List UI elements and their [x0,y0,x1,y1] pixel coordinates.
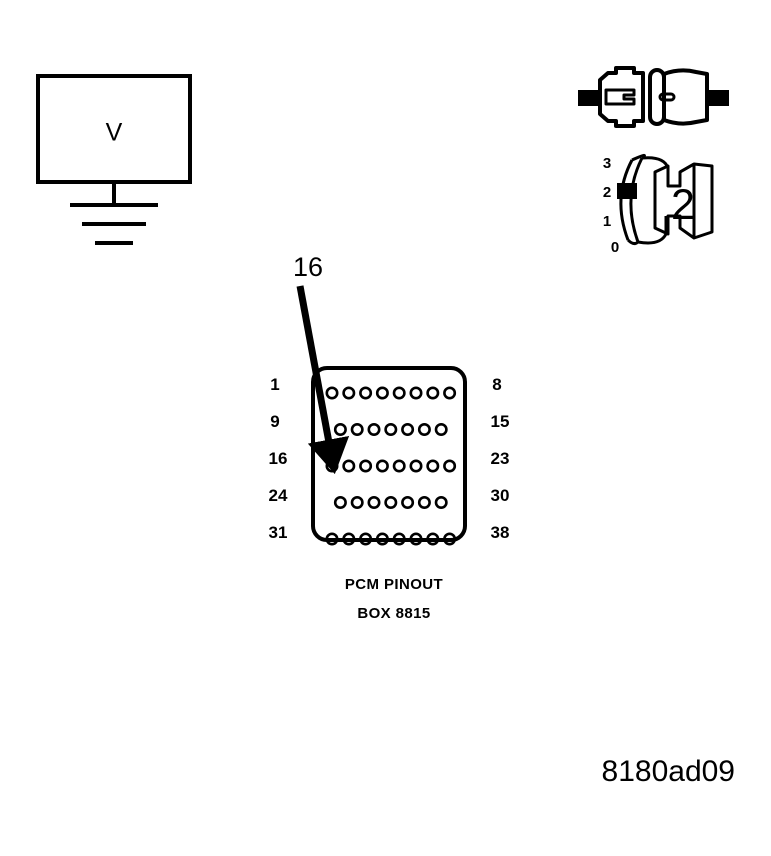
pin-17 [342,459,356,473]
voltmeter-group: V [36,74,192,245]
cam-selected-number: 2 [671,181,695,229]
pin-15 [434,422,448,436]
pin-row-label-left-9: 9 [270,412,279,431]
pin-38 [443,532,457,546]
socket-body [662,68,709,126]
pin-25 [350,495,364,509]
pin-10 [350,422,364,436]
cam-arc-inner [629,157,644,243]
pin-32 [342,532,356,546]
figure-code: 8180ad09 [602,755,735,788]
pin-16 [325,459,339,473]
rotary-switch-group: 2 3 2 1 0 [603,153,714,256]
pin-31 [325,532,339,546]
cam-arc-bottom-cap [626,238,640,246]
callout-arrow [296,285,350,475]
connector-left-wire [578,90,600,106]
connector-right-wire [707,90,729,106]
pin-21 [409,459,423,473]
pin-7 [426,386,440,400]
pin-8 [443,386,457,400]
male-plug-body [598,66,645,128]
pin-row-label-left-16: 16 [269,449,288,468]
pin-18 [359,459,373,473]
pin-2 [342,386,356,400]
pin-row-label-right-23: 23 [491,449,510,468]
pin-1 [325,386,339,400]
pin-row-label-right-15: 15 [491,412,510,431]
pin-19 [375,459,389,473]
pin-row-label-left-24: 24 [269,486,288,505]
pin-5 [392,386,406,400]
plug-blade-detail [604,88,636,106]
pin-row-label-right-8: 8 [492,375,501,394]
pin-16-callout: 16 [293,252,350,475]
pin-33 [359,532,373,546]
pin-26 [367,495,381,509]
pin-3 [359,386,373,400]
pin-23 [443,459,457,473]
cam-label-3: 3 [603,155,611,172]
pin-34 [375,532,389,546]
cam-key-body [653,162,714,240]
caption-line-2: BOX 8815 [357,605,430,622]
pin-22 [426,459,440,473]
pcm-connector-outline [311,366,467,542]
pin-37 [426,532,440,546]
pin-20 [392,459,406,473]
cam-label-0: 0 [611,239,619,256]
pin-29 [417,495,431,509]
pin-11 [367,422,381,436]
pin-4 [375,386,389,400]
pin-13 [401,422,415,436]
callout-arrow-label: 16 [293,252,323,282]
pin-24 [333,495,347,509]
pin-row-label-left-31: 31 [269,523,288,542]
pin-grid [325,386,457,546]
pin-9 [333,422,347,436]
pin-12 [384,422,398,436]
pin-36 [409,532,423,546]
pin-14 [417,422,431,436]
pcm-pinout-group: 1 9 16 24 31 8 15 23 30 38 [269,366,510,546]
pin-35 [392,532,406,546]
voltmeter-label: V [106,119,123,147]
cam-bevel-top [679,162,695,174]
pin-row-label-right-38: 38 [491,523,510,542]
connector-group [578,66,729,128]
socket-collar [648,68,666,126]
cam-label-2: 2 [603,184,611,201]
pin-27 [384,495,398,509]
pin-row-label-left-1: 1 [270,375,279,394]
socket-slot [658,92,676,102]
pin-6 [409,386,423,400]
cam-label-1: 1 [603,213,611,230]
pin-28 [401,495,415,509]
pcm-caption: PCM PINOUT BOX 8815 [345,576,443,622]
pin-row-label-right-30: 30 [491,486,510,505]
cam-position-indicator [617,183,637,199]
caption-line-1: PCM PINOUT [345,576,443,593]
pin-30 [434,495,448,509]
